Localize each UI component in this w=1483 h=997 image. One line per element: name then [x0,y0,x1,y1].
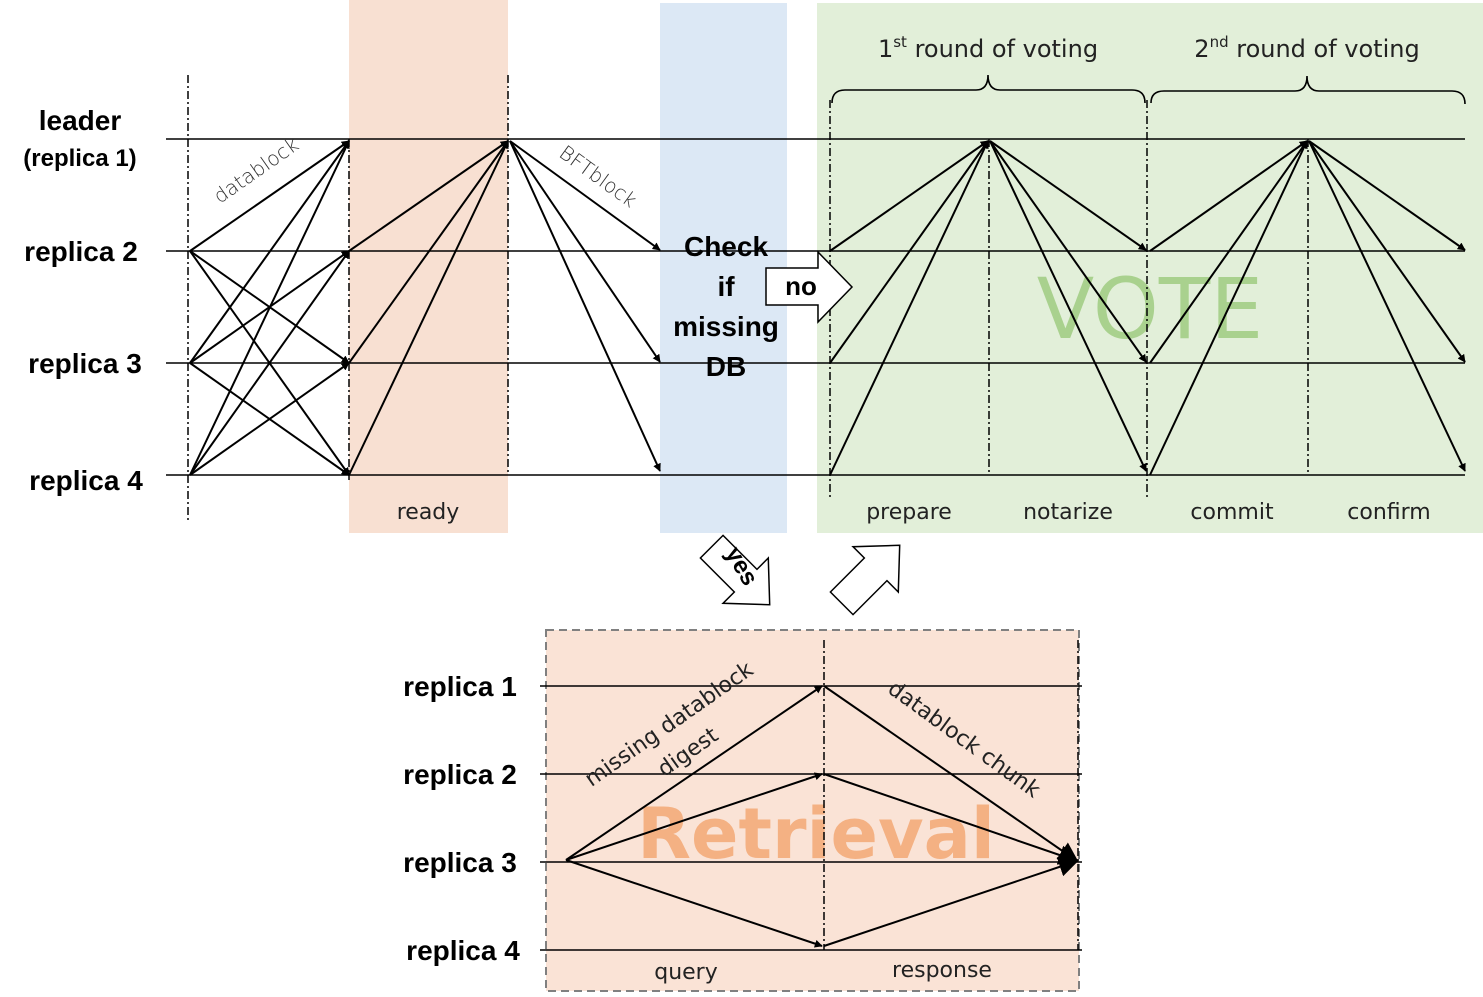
retrieval-row-replica1: replica 1 [403,671,517,702]
retrieval-row-replica4: replica 4 [406,935,520,966]
round1-label: 1st round of voting [878,33,1098,63]
ready-arrows [348,140,509,476]
retrieval-row-replica3: replica 3 [403,847,517,878]
confirm-arrows [1308,140,1466,472]
row-label-replica2: replica 2 [24,236,138,267]
row-label-leader-sub: (replica 1) [23,145,136,172]
retrieval-region [545,629,1080,992]
retrieval-row-lines [540,685,1082,951]
phase-confirm: confirm [1347,500,1430,525]
phase-notarize: notarize [1023,500,1113,525]
prepare-arrows [829,140,989,476]
query-arrows [565,685,823,948]
response-arrows [823,685,1079,947]
row-label-replica3: replica 3 [28,348,142,379]
round2-brace [1150,75,1466,105]
row-label-leader: leader [39,105,122,136]
datablock-label: datablock [209,132,303,208]
top-row-lines [166,138,1465,476]
notarize-arrows [989,140,1147,472]
phase-commit: commit [1190,500,1274,525]
no-arrow [765,250,854,324]
retrieval-row-replica2: replica 2 [403,759,517,790]
datablock-arrows [189,140,350,476]
return-arrow [829,544,901,616]
bftblock-label: BFTblock [555,140,642,212]
phase-response: response [892,958,992,983]
check-line3: missing [673,311,779,342]
phase-prepare: prepare [866,500,952,525]
phase-ready: ready [397,500,460,525]
check-line4: DB [706,351,746,382]
phase-query: query [654,960,718,985]
row-label-replica4: replica 4 [29,465,143,496]
yes-arrow [699,534,771,606]
round2-label: 2nd round of voting [1194,33,1419,63]
round1-brace [831,74,1146,104]
vote-label: VOTE [1037,260,1264,358]
ready-region [349,0,508,533]
check-line2: if [717,271,735,302]
no-label: no [785,271,817,301]
check-line1: Check [684,231,768,262]
commit-arrows [1149,140,1308,476]
bftblock-arrows [509,140,661,472]
